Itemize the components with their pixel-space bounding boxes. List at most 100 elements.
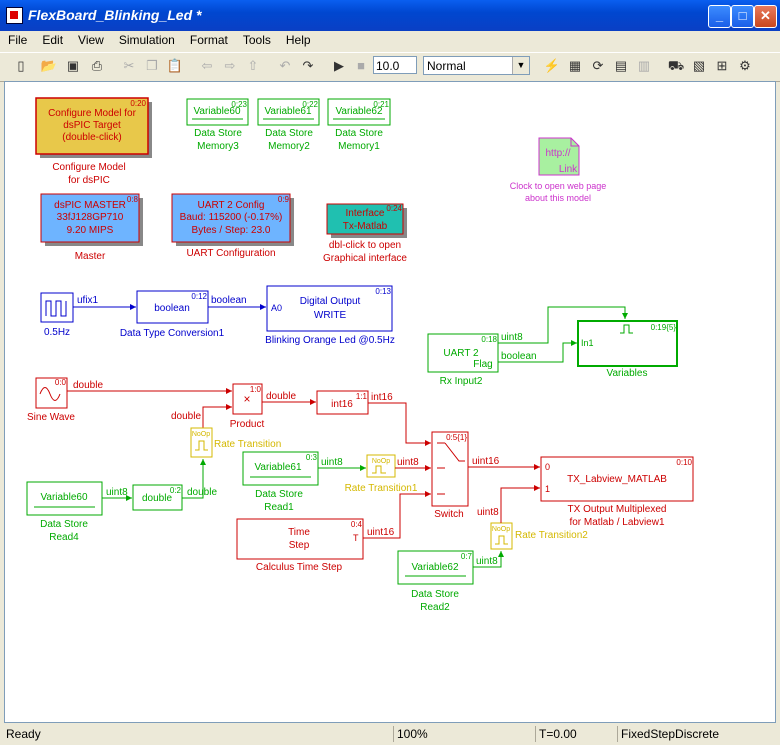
digout-port: A0 [271, 303, 282, 313]
rate-transition2-block[interactable]: NoOp Rate Transition2 [490, 522, 588, 550]
uart-config-id: 0:9 [278, 195, 290, 204]
data-store-read1-block[interactable]: Variable61 0:3 Data Store Read1 [242, 451, 319, 513]
data-store-memory1[interactable]: Variable62 0:21 Data Store Memory1 [327, 98, 391, 152]
switch-block[interactable]: 0:5{1} Switch [431, 431, 469, 520]
menu-file[interactable]: File [8, 33, 28, 47]
read4-caption2: Read4 [49, 532, 79, 543]
forward-icon[interactable]: ⇨ [224, 58, 236, 73]
redo-icon[interactable]: ↷ [302, 58, 314, 73]
master-block[interactable]: dsPIC MASTER 33fJ128GP710 9.20 MIPS 0:8 … [40, 193, 143, 262]
build-icon[interactable]: ⚡ [543, 58, 561, 73]
digout-id: 0:13 [375, 287, 391, 296]
configure-caption1: Configure Model [52, 162, 125, 173]
explorer-icon[interactable]: ⛟ [667, 58, 685, 73]
update-diagram-icon[interactable]: ▦ [568, 58, 582, 73]
read1-id: 0:3 [306, 453, 318, 462]
undo-icon[interactable]: ↶ [279, 58, 291, 73]
uart-rx-text1: UART 2 [443, 348, 479, 359]
configure-id: 0:20 [130, 99, 146, 108]
rate-transition2-caption: Rate Transition2 [515, 530, 588, 541]
properties-icon[interactable]: ▧ [692, 58, 706, 73]
rate-transition-text: NoOp [192, 431, 210, 438]
menu-simulation[interactable]: Simulation [118, 33, 175, 47]
simulation-mode-select[interactable]: Normal▼ [423, 56, 530, 75]
interface-block[interactable]: Interface Tx-Matlab 0:24 dbl-click to op… [323, 203, 407, 264]
product-block[interactable]: × 1:0 Product [230, 383, 265, 430]
sine-out-label: double [73, 380, 103, 391]
data-type-conversion-block[interactable]: boolean 0:12 Data Type Conversion1 [120, 290, 225, 339]
configure-model-block[interactable]: Configure Model for dsPIC Target (double… [35, 97, 152, 186]
copy-icon[interactable]: ❐ [146, 58, 158, 73]
memory2-caption2: Memory2 [268, 141, 310, 152]
variables-subsystem-block[interactable]: In1 0:19{5} Variables [577, 320, 678, 379]
signal-rate2-to-tx [500, 485, 540, 523]
signal-rx-uint8 [498, 306, 628, 344]
close-button[interactable]: ✕ [754, 5, 777, 28]
rate-transition2-text: NoOp [492, 526, 510, 533]
read1-caption1: Data Store [255, 489, 303, 500]
data-store-read2-block[interactable]: Variable62 0:7 Data Store Read2 [397, 550, 474, 613]
up-icon[interactable]: ⇧ [247, 58, 259, 73]
data-store-memory3[interactable]: Variable60 0:23 Data Store Memory3 [186, 98, 249, 152]
rate-transition-block[interactable]: NoOp Rate Transition [190, 427, 281, 458]
read1-label: Variable61 [254, 462, 302, 473]
data-store-read4-block[interactable]: Variable60 Data Store Read4 [26, 481, 103, 543]
dtc-out-label: boolean [211, 295, 247, 306]
pulse-caption: 0.5Hz [44, 327, 70, 338]
read2-id: 0:7 [461, 552, 473, 561]
int16-conversion-block[interactable]: int16 1:1 [316, 390, 369, 415]
uart-rx-id: 0:18 [481, 335, 497, 344]
configure-text3: (double-click) [62, 132, 121, 143]
timestep-id: 0:4 [351, 520, 363, 529]
minimize-button[interactable]: _ [708, 5, 731, 28]
model-browser-icon[interactable]: ▥ [637, 58, 651, 73]
menu-edit[interactable]: Edit [42, 33, 64, 47]
menu-help[interactable]: Help [285, 33, 311, 47]
debugger-icon[interactable]: ⊞ [716, 58, 728, 73]
new-model-icon[interactable]: ▯ [17, 58, 25, 73]
status-bar: Ready 100% T=0.00 FixedStepDiscrete [0, 723, 780, 745]
uart-config-text1: UART 2 Config [198, 200, 265, 211]
refresh-icon[interactable]: ⟳ [592, 58, 604, 73]
cut-icon[interactable]: ✂ [123, 58, 135, 73]
simulation-stop-time-input[interactable]: 10.0 [373, 56, 417, 74]
chevron-down-icon[interactable]: ▼ [512, 57, 529, 74]
menu-format[interactable]: Format [189, 33, 228, 47]
sine-caption: Sine Wave [27, 412, 75, 423]
product-id: 1:0 [250, 385, 262, 394]
tx-port0: 0 [545, 462, 550, 472]
product-caption: Product [230, 419, 265, 430]
menu-tools[interactable]: Tools [242, 33, 271, 47]
library-icon[interactable]: ▤ [614, 58, 628, 73]
rate1-out-label: uint8 [397, 457, 419, 468]
memory2-caption1: Data Store [265, 128, 313, 139]
read4-label: Variable60 [40, 492, 88, 503]
paste-icon[interactable]: 📋 [166, 58, 184, 73]
back-icon[interactable]: ⇦ [201, 58, 213, 73]
open-folder-icon[interactable]: 📂 [40, 58, 58, 73]
time-step-block[interactable]: Time Step T 0:4 Calculus Time Step [236, 518, 364, 573]
start-simulation-icon[interactable]: ▶ [334, 58, 344, 73]
menu-view[interactable]: View [78, 33, 104, 47]
tx-caption1: TX Output Multiplexed [568, 504, 667, 515]
app-icon [6, 7, 23, 24]
double-conversion-block[interactable]: double 0:2 [132, 484, 183, 511]
weblink-text2: Link [559, 164, 578, 175]
model-canvas[interactable]: Configure Model for dsPIC Target (double… [4, 81, 776, 723]
sine-wave-block[interactable]: 0:0 Sine Wave [27, 377, 75, 423]
maximize-button[interactable]: □ [731, 5, 754, 28]
stop-simulation-icon[interactable]: ■ [357, 58, 365, 73]
data-store-memory2[interactable]: Variable61 0:22 Data Store Memory2 [257, 98, 320, 152]
signal-timestep-to-switch [363, 491, 431, 539]
pulse-generator-block[interactable]: 0.5Hz [40, 292, 74, 338]
uart-config-block[interactable]: UART 2 Config Baud: 115200 (-0.17%) Byte… [171, 193, 294, 259]
web-link-block[interactable]: http:// Link Clock to open web page abou… [510, 137, 607, 203]
uart-rx-block[interactable]: UART 2 Flag 0:18 Rx Input2 [427, 333, 499, 387]
rate-transition1-block[interactable]: NoOp Rate Transition1 [345, 454, 418, 494]
save-icon[interactable]: ▣ [66, 58, 80, 73]
status-text: Ready [6, 727, 41, 741]
tx-labview-block[interactable]: TX_Labview_MATLAB 0 1 0:10 TX Output Mul… [540, 456, 694, 528]
digital-output-block[interactable]: Digital Output WRITE A0 0:13 Blinking Or… [265, 285, 395, 346]
settings-icon[interactable]: ⚙ [739, 58, 751, 73]
print-icon[interactable]: ⎙ [91, 58, 103, 73]
